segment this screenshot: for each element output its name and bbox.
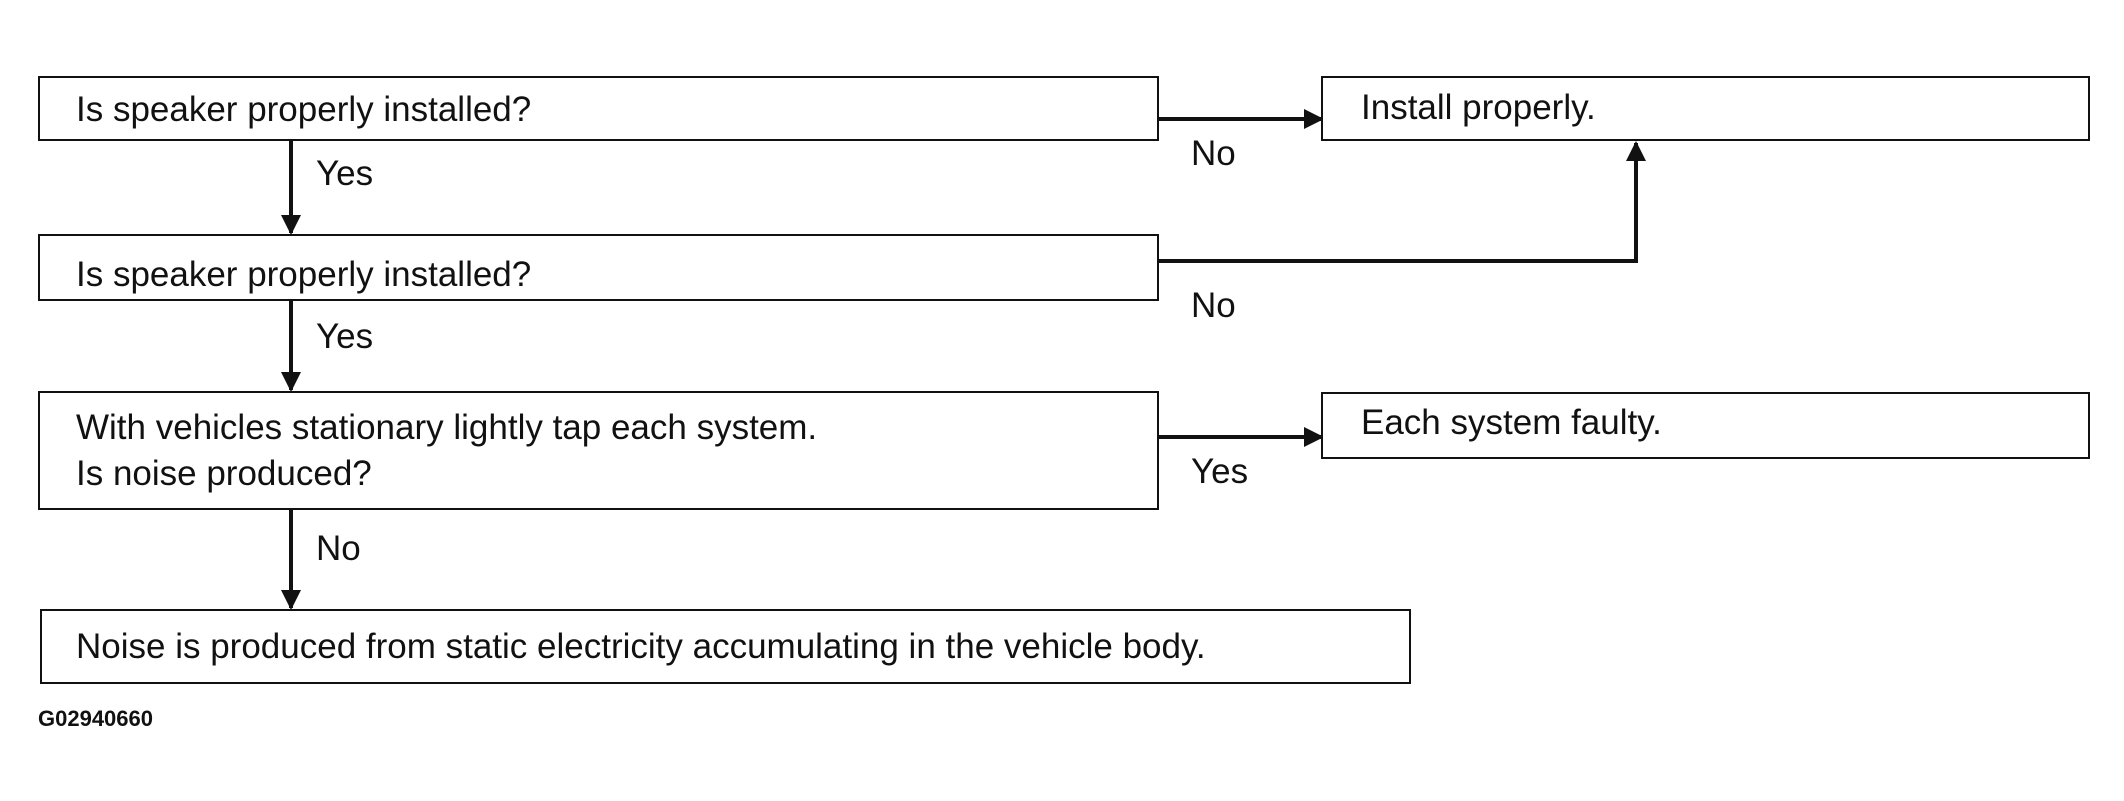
- edge-label-no: No: [316, 529, 361, 568]
- question-text-line-2: Is noise produced?: [76, 454, 372, 493]
- arrow-q2-no-to-install: [1158, 141, 1646, 263]
- edge-label-yes: Yes: [1191, 452, 1249, 491]
- question-text-line-1: With vehicles stationary lightly tap eac…: [76, 408, 818, 447]
- question-box-tap-system: With vehicles stationary lightly tap eac…: [38, 391, 1159, 510]
- edge-label-yes: Yes: [316, 317, 374, 356]
- result-text: Install properly.: [1361, 88, 1596, 127]
- question-box-speaker-installed-1: Is speaker properly installed?: [38, 76, 1159, 141]
- result-box-install-properly: Install properly.: [1321, 76, 2090, 141]
- result-box-system-faulty: Each system faulty.: [1321, 392, 2090, 459]
- question-text: Is speaker properly installed?: [76, 90, 532, 129]
- edge-label-yes: Yes: [316, 154, 374, 193]
- question-text: Is speaker properly installed?: [76, 255, 532, 294]
- figure-code: G02940660: [38, 706, 153, 731]
- result-box-static-electricity: Noise is produced from static electricit…: [40, 609, 1411, 684]
- result-text: Each system faulty.: [1361, 403, 1662, 442]
- question-box-speaker-installed-2: Is speaker properly installed?: [38, 234, 1159, 301]
- edge-label-no: No: [1191, 286, 1236, 325]
- edge-label-no: No: [1191, 134, 1236, 173]
- result-text: Noise is produced from static electricit…: [76, 627, 1206, 666]
